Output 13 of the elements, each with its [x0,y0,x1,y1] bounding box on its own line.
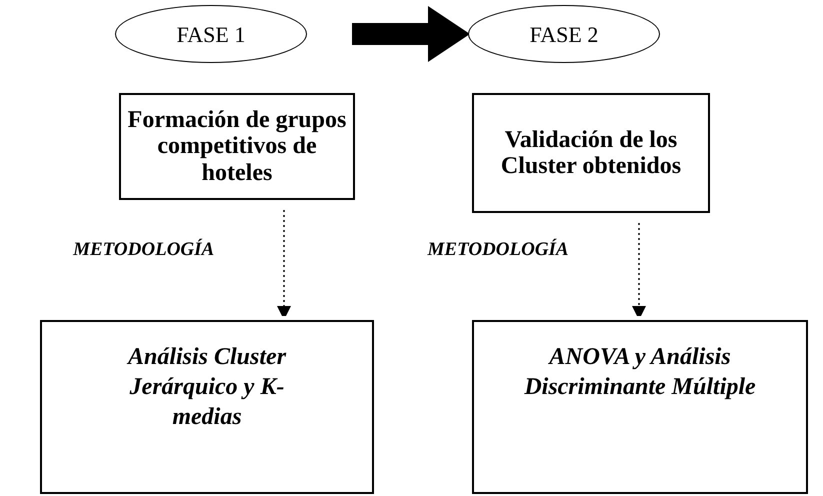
edge-label: METODOLOGÍA [428,238,569,262]
method-text: ANOVA y Análisis Discriminante Múltiple [523,343,757,402]
stage-title: Formación de grupos competitivos de hoteles [126,106,348,186]
phase-label: FASE 2 [530,20,598,48]
stage-box [472,93,710,213]
method-text: Análisis Cluster Jerárquico y K-medias [126,343,288,432]
phase-label: FASE 1 [176,20,246,48]
block-arrow [352,6,470,62]
stage-title: Validación de los Cluster obtenidos [500,126,682,180]
stage-box [119,93,355,200]
edge-label: METODOLOGÍA [73,238,214,262]
method-box [472,320,808,494]
method-box [40,320,374,494]
